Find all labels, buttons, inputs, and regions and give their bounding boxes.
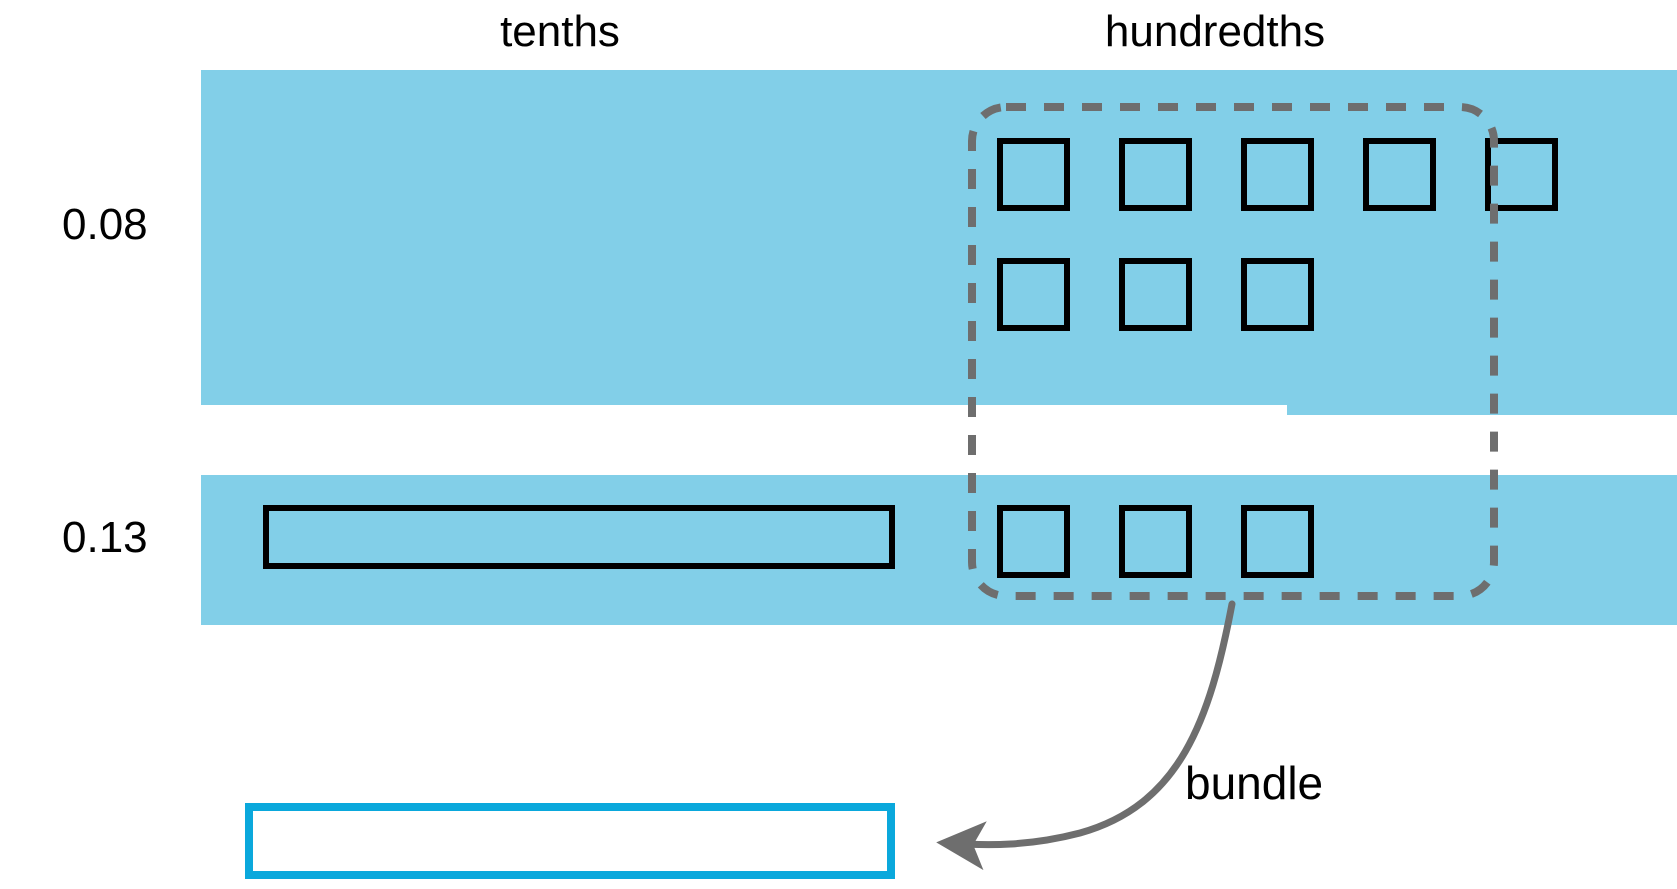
bundle-caption-label: bundle (1185, 757, 1324, 809)
hundredth-square (1363, 138, 1436, 211)
hundredth-square (1119, 258, 1192, 331)
row-band-008-right (1287, 70, 1677, 415)
bundle-result-strip (245, 803, 895, 879)
column-header-tenths: tenths (500, 7, 620, 56)
hundredth-square (1119, 138, 1192, 211)
hundredth-square (1241, 505, 1314, 578)
hundredth-square (1485, 138, 1558, 211)
hundredth-square (1241, 138, 1314, 211)
hundredth-square (997, 258, 1070, 331)
bundle-arrow-icon (936, 600, 1236, 871)
tenth-strip (263, 505, 895, 569)
row-label-013: 0.13 (62, 513, 148, 562)
column-header-hundredths: hundredths (1104, 7, 1326, 56)
hundredth-square (1241, 258, 1314, 331)
row-label-008: 0.08 (62, 200, 148, 249)
row-band-008-left (201, 70, 1287, 405)
hundredth-square (997, 505, 1070, 578)
hundredth-square (1119, 505, 1192, 578)
hundredth-square (997, 138, 1070, 211)
